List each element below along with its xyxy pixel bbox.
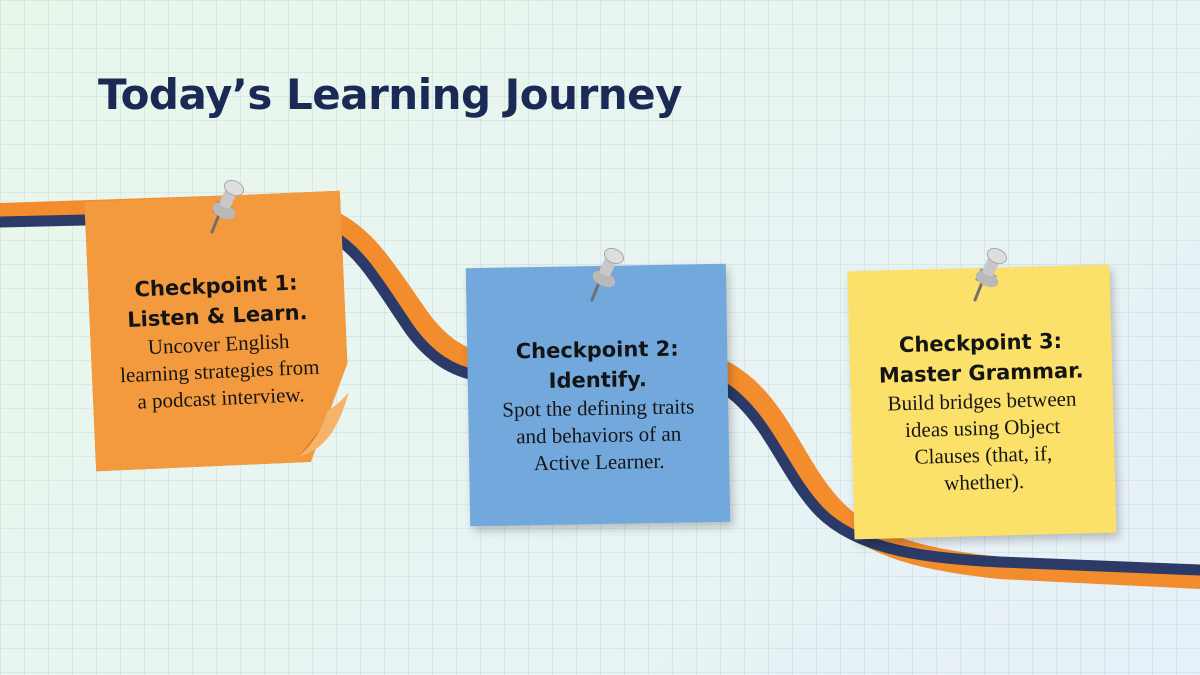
checkpoint-2-heading: Checkpoint 2: Identify. bbox=[515, 336, 679, 393]
checkpoint-3-heading: Checkpoint 3: Master Grammar. bbox=[878, 328, 1084, 388]
checkpoint-3-body: Build bridges between ideas using Object… bbox=[887, 386, 1077, 496]
push-pin-icon bbox=[210, 179, 245, 234]
checkpoint-2-body: Spot the defining traits and behaviors o… bbox=[502, 393, 695, 475]
checkpoint-1-heading: Checkpoint 1: Listen & Learn. bbox=[126, 270, 308, 332]
push-pin-icon bbox=[590, 247, 625, 302]
checkpoint-1-body: Uncover English learning strategies from… bbox=[119, 328, 320, 414]
page-title: Today’s Learning Journey bbox=[98, 70, 683, 119]
page-curl-icon bbox=[299, 391, 349, 457]
push-pin-icon bbox=[973, 247, 1008, 302]
